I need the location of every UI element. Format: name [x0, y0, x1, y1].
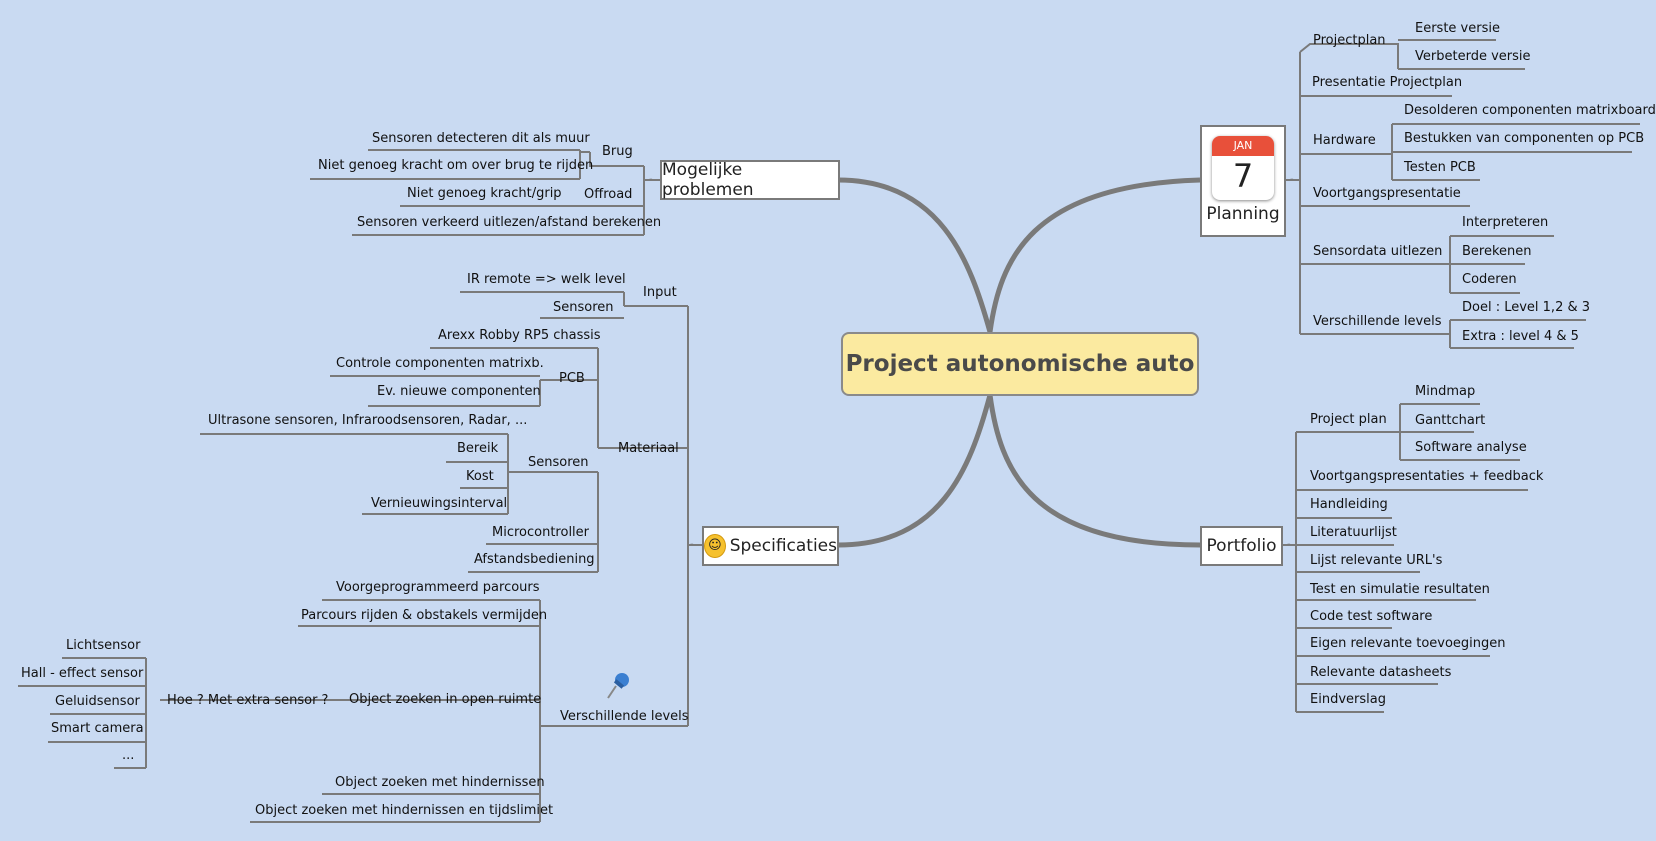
spec-sensoren[interactable]: Sensoren	[528, 455, 589, 470]
portfolio-literatuurlijst[interactable]: Literatuurlijst	[1310, 525, 1397, 540]
topic-mogelijke-problemen[interactable]: Mogelijke problemen	[660, 160, 840, 200]
spec-vernieuwing[interactable]: Vernieuwingsinterval	[371, 496, 508, 511]
spec-bereik[interactable]: Bereik	[457, 441, 499, 456]
portfolio-project-plan[interactable]: Project plan	[1310, 412, 1387, 427]
planning-interpreteren[interactable]: Interpreteren	[1462, 215, 1549, 230]
planning-voortgangspresentatie[interactable]: Voortgangspresentatie	[1313, 186, 1461, 201]
topic-portfolio[interactable]: Portfolio	[1200, 526, 1283, 566]
portfolio-handleiding[interactable]: Handleiding	[1310, 497, 1388, 512]
problemen-detecteren[interactable]: Sensoren detecteren dit als muur	[372, 131, 590, 146]
spec-input-sensoren[interactable]: Sensoren	[553, 300, 614, 315]
spec-controle[interactable]: Controle componenten matrixb.	[336, 356, 544, 371]
spec-levels[interactable]: Verschillende levels	[560, 709, 689, 724]
planning-doel[interactable]: Doel : Level 1,2 & 3	[1462, 300, 1591, 315]
planning-berekenen[interactable]: Berekenen	[1462, 244, 1532, 259]
problemen-kracht-brug[interactable]: Niet genoeg kracht om over brug te rijde…	[318, 158, 594, 173]
spec-input[interactable]: Input	[643, 285, 677, 300]
planning-sensordata[interactable]: Sensordata uitlezen	[1313, 244, 1443, 259]
fold-toggle[interactable]: -	[1290, 174, 1294, 185]
spec-object-hind[interactable]: Object zoeken met hindernissen	[335, 775, 545, 790]
problemen-brug[interactable]: Brug	[602, 144, 633, 159]
problemen-uitlezen[interactable]: Sensoren verkeerd uitlezen/afstand berek…	[357, 215, 662, 230]
planning-hardware[interactable]: Hardware	[1313, 133, 1376, 148]
spec-object-open[interactable]: Object zoeken in open ruimte	[349, 692, 542, 707]
spec-voorgeprogrammeerd[interactable]: Voorgeprogrammeerd parcours	[336, 580, 540, 595]
spec-pcb[interactable]: PCB	[559, 371, 585, 386]
planning-coderen[interactable]: Coderen	[1462, 272, 1517, 287]
spec-lichtsensor[interactable]: Lichtsensor	[66, 638, 141, 653]
planning-verbeterde-versie[interactable]: Verbeterde versie	[1415, 49, 1531, 64]
pushpin-icon	[607, 673, 629, 699]
spec-arexx[interactable]: Arexx Robby RP5 chassis	[438, 328, 601, 343]
spec-dots[interactable]: ...	[122, 748, 135, 763]
portfolio-ganttchart[interactable]: Ganttchart	[1415, 413, 1486, 428]
portfolio-mindmap[interactable]: Mindmap	[1415, 384, 1476, 399]
spec-hall[interactable]: Hall - effect sensor	[21, 666, 144, 681]
fold-toggle[interactable]: -	[690, 539, 694, 550]
fold-toggle[interactable]: -	[1287, 539, 1291, 550]
planning-presentatie-projectplan[interactable]: Presentatie Projectplan	[1312, 75, 1463, 90]
problemen-grip[interactable]: Niet genoeg kracht/grip	[407, 186, 562, 201]
spec-hoe[interactable]: Hoe ? Met extra sensor ?	[167, 693, 329, 708]
portfolio-eigen[interactable]: Eigen relevante toevoegingen	[1310, 636, 1506, 651]
spec-materiaal[interactable]: Materiaal	[618, 441, 679, 456]
planning-extra[interactable]: Extra : level 4 & 5	[1462, 329, 1579, 344]
planning-verschillende-levels[interactable]: Verschillende levels	[1313, 314, 1442, 329]
topic-specificaties[interactable]: ☺ Specificaties	[702, 526, 839, 566]
central-topic[interactable]: Project autonomische auto	[841, 332, 1199, 396]
planning-testen-pcb[interactable]: Testen PCB	[1404, 160, 1476, 175]
calendar-icon: JAN 7	[1212, 136, 1274, 200]
portfolio-datasheets[interactable]: Relevante datasheets	[1310, 665, 1452, 680]
spec-object-hind-tijd[interactable]: Object zoeken met hindernissen en tijdsl…	[255, 803, 554, 818]
problemen-offroad[interactable]: Offroad	[584, 187, 633, 202]
spec-afstandsbediening[interactable]: Afstandsbediening	[474, 552, 595, 567]
planning-desolderen[interactable]: Desolderen componenten matrixboard	[1404, 103, 1656, 118]
spec-parcours[interactable]: Parcours rijden & obstakels vermijden	[301, 608, 548, 623]
spec-smart-camera[interactable]: Smart camera	[51, 721, 144, 736]
spec-kost[interactable]: Kost	[466, 469, 494, 484]
topic-specificaties-label: Specificaties	[729, 536, 837, 556]
spec-nieuwe[interactable]: Ev. nieuwe componenten	[377, 384, 541, 399]
smiley-icon: ☺	[704, 534, 726, 558]
portfolio-test-simulatie[interactable]: Test en simulatie resultaten	[1310, 582, 1490, 597]
topic-planning-label: Planning	[1206, 204, 1280, 224]
portfolio-code-test[interactable]: Code test software	[1310, 609, 1433, 624]
fold-toggle[interactable]: -	[649, 174, 653, 185]
portfolio-voortgang[interactable]: Voortgangspresentaties + feedback	[1310, 469, 1544, 484]
topic-planning[interactable]: JAN 7 Planning	[1200, 125, 1286, 237]
portfolio-eindverslag[interactable]: Eindverslag	[1310, 692, 1386, 707]
portfolio-software-analyse[interactable]: Software analyse	[1415, 440, 1527, 455]
spec-ultrasone[interactable]: Ultrasone sensoren, Infraroodsensoren, R…	[208, 413, 528, 428]
spec-geluidsensor[interactable]: Geluidsensor	[55, 694, 140, 709]
planning-bestukken[interactable]: Bestukken van componenten op PCB	[1404, 131, 1645, 146]
planning-projectplan[interactable]: Projectplan	[1313, 33, 1386, 48]
spec-microcontroller[interactable]: Microcontroller	[492, 525, 590, 540]
portfolio-urls[interactable]: Lijst relevante URL's	[1310, 553, 1443, 568]
planning-eerste-versie[interactable]: Eerste versie	[1415, 21, 1500, 36]
spec-ir-remote[interactable]: IR remote => welk level	[467, 272, 626, 287]
